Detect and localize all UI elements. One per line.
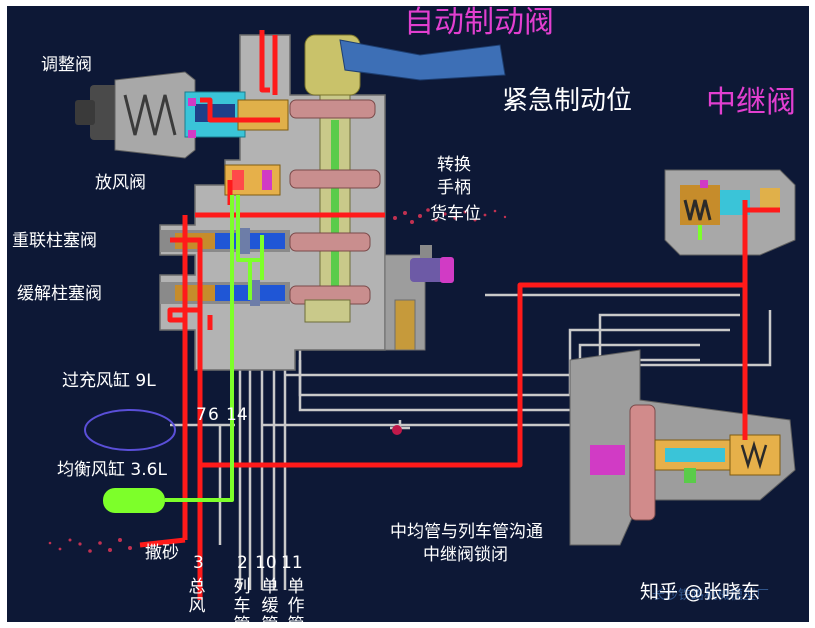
relay-valve-top (664, 169, 796, 256)
rotary-shaft (289, 34, 506, 323)
release-valve-label: 放风阀 (95, 173, 146, 193)
watermark: 知乎 @张晓东 (640, 581, 761, 603)
overcharge-reservoir-icon (84, 409, 176, 451)
equalizing-reservoir-icon (103, 488, 165, 513)
spring-icon (123, 94, 177, 136)
pipe-number-14: 14 (226, 405, 248, 425)
handle-knob-icon (90, 85, 120, 140)
buffer-plunger-valve (160, 280, 290, 306)
status-line-1: 中均管与列车管沟通 (390, 522, 543, 542)
reconnect-plunger-label: 重联柱塞阀 (12, 231, 97, 251)
exhaust-spray (48, 208, 507, 553)
equalizing-reservoir-label: 均衡风缸 3.6L (57, 460, 167, 480)
green-balance-pipes (165, 195, 702, 502)
pipe-name-single-apply: 单作管 (287, 577, 305, 628)
sanding-label: 撒砂 (145, 543, 179, 563)
overcharge-reservoir-label: 过充风缸 9L (62, 371, 156, 391)
status-line-2: 中继阀锁闭 (423, 545, 508, 565)
adjust-valve-label: 调整阀 (41, 55, 92, 75)
pipe-number-10: 10 (255, 553, 277, 573)
position-title: 紧急制动位 (502, 86, 633, 116)
freight-position-label: 货车位 (430, 204, 481, 224)
red-pressure-pipes (139, 30, 780, 600)
pipe-name-train: 列车管 (233, 577, 251, 628)
pipe-name-single-release: 单缓管 (261, 577, 279, 628)
auto-brake-valve-title: 自动制动阀 (404, 5, 554, 40)
adjust-valve (75, 71, 289, 159)
switch-handle-label-2: 手柄 (437, 178, 471, 198)
brake-handle-icon (339, 39, 506, 81)
buffer-plunger-label: 缓解柱塞阀 (17, 284, 102, 304)
faint-caption: 长沙铁路机械模型厂 (652, 588, 770, 603)
switch-handle-label-1: 转换 (437, 155, 471, 175)
pipe-number-7: 7 (196, 405, 207, 425)
pipe-number-2: 2 (237, 553, 248, 573)
piston-icon (629, 404, 656, 521)
pipe-number-11: 11 (281, 553, 303, 573)
plunger-icon (410, 258, 445, 282)
pipe-number-6: 6 (208, 405, 219, 425)
relay-valve-bottom (569, 349, 796, 546)
relay-valve-title: 中继阀 (706, 85, 796, 120)
release-valve (224, 164, 281, 196)
pressure-gauge-icon (392, 425, 402, 435)
pipe-number-3: 3 (193, 553, 204, 573)
pipe-name-main: 总风 (188, 577, 206, 616)
